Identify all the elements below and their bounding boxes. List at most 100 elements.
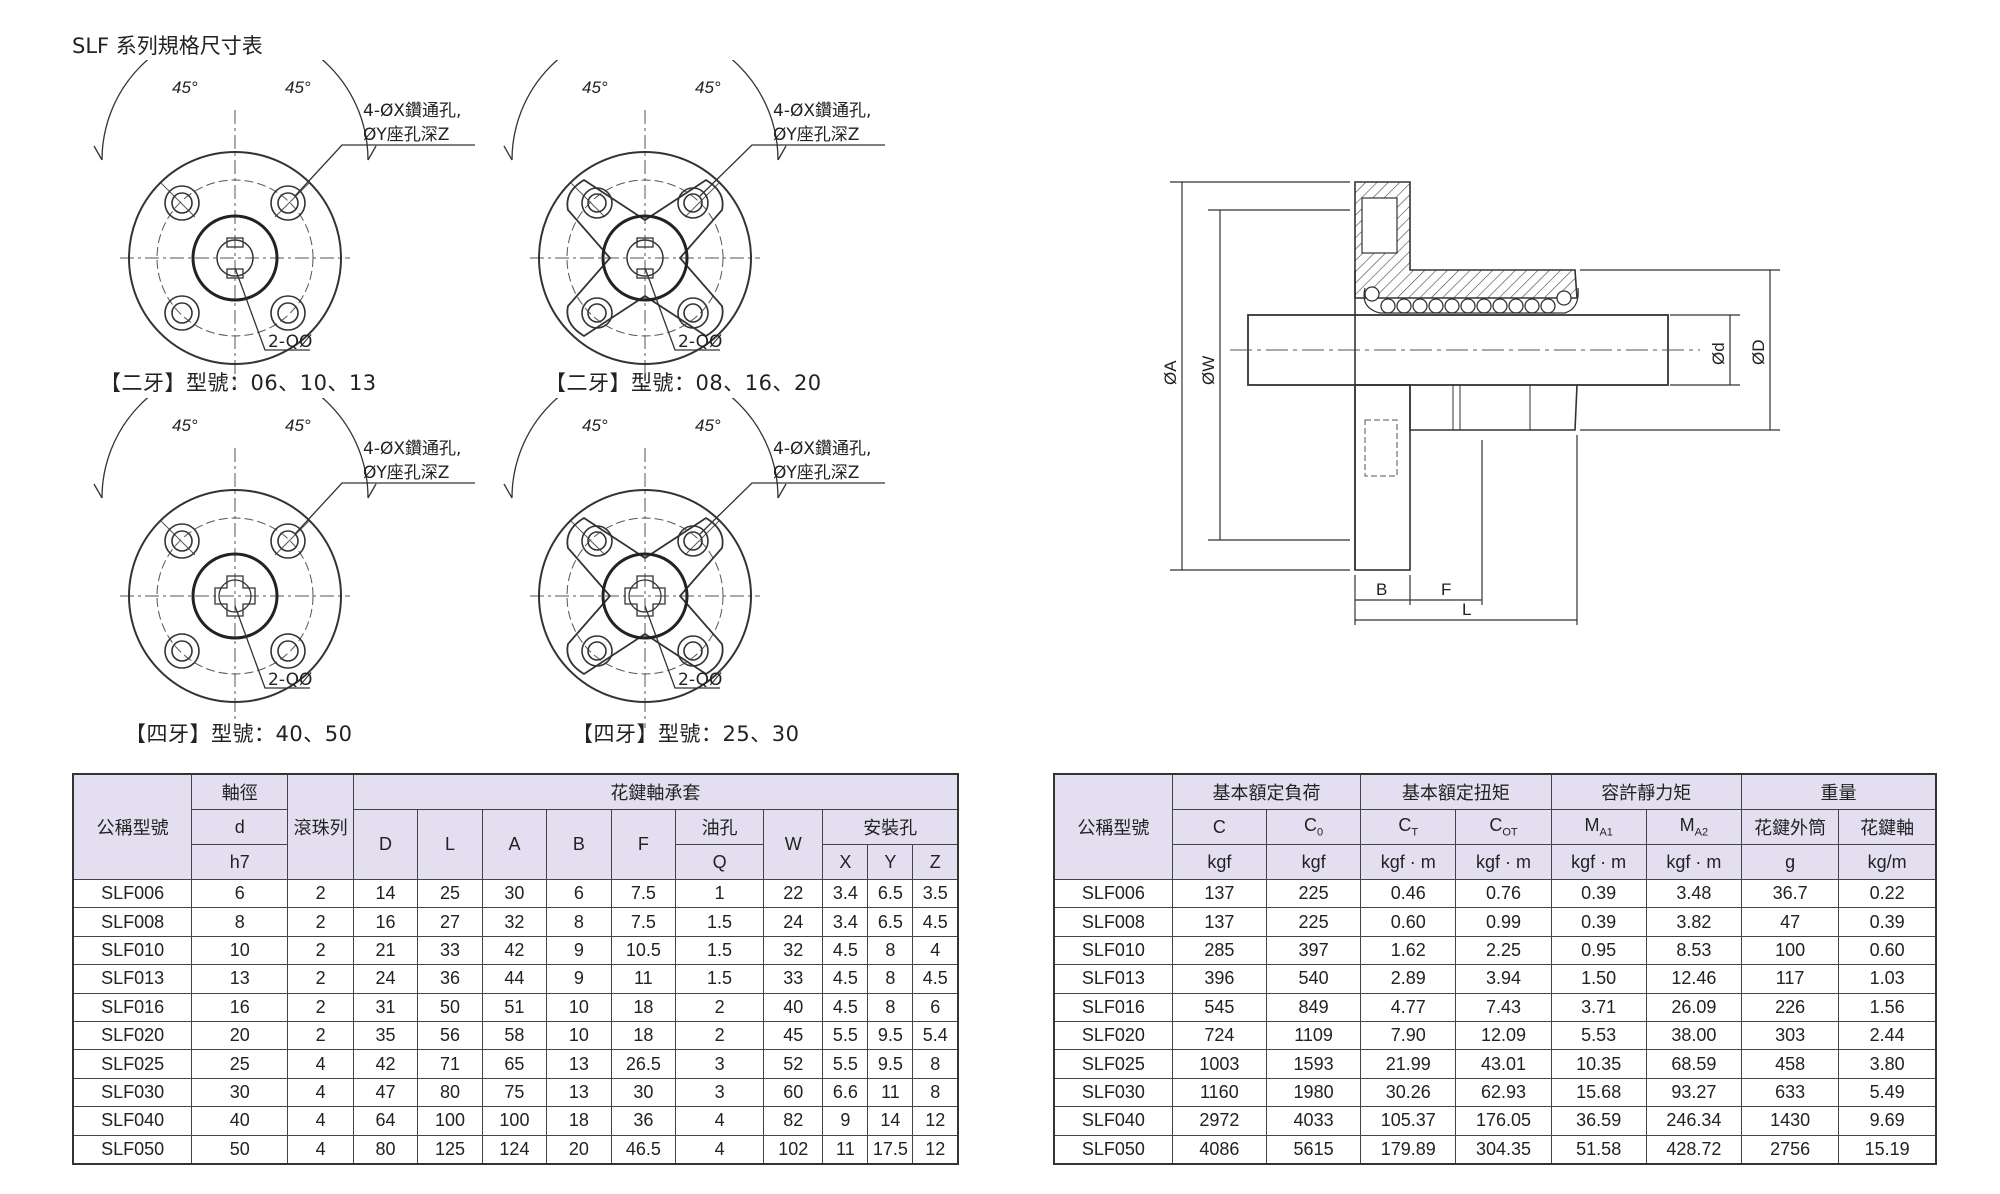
- flange-view-two-lobe-b: 45° 45° 4-ØX鑽通孔, ØY座孔深Z 2-QØ: [503, 60, 885, 390]
- unit-kgfm: kgf · m: [1455, 844, 1552, 880]
- value-cell: 6.5: [867, 907, 914, 937]
- value-cell: 303: [1740, 1020, 1840, 1051]
- unit-kgf: kgf: [1265, 844, 1362, 880]
- caption-four-lobe-a: 【四牙】型號：40、50: [125, 722, 353, 746]
- value-cell: 33: [417, 935, 483, 966]
- unit-kgfm: kgf · m: [1645, 844, 1742, 880]
- value-cell: 25: [417, 878, 483, 909]
- value-cell: 4.5: [822, 992, 869, 1022]
- model-cell: SLF030: [1053, 1077, 1173, 1108]
- value-cell: 3.48: [1645, 878, 1742, 909]
- col-Y: Y: [867, 844, 914, 880]
- value-cell: 1593: [1265, 1049, 1362, 1079]
- value-cell: 225: [1265, 907, 1362, 937]
- value-cell: 10.5: [610, 935, 677, 966]
- value-cell: 7.90: [1360, 1020, 1457, 1051]
- value-cell: 304.35: [1455, 1134, 1552, 1165]
- value-cell: 6: [191, 878, 289, 909]
- value-cell: 93.27: [1645, 1077, 1742, 1108]
- value-cell: 1.5: [675, 907, 765, 937]
- value-cell: 15.68: [1550, 1077, 1647, 1108]
- value-cell: 1109: [1265, 1020, 1362, 1051]
- value-cell: 7.5: [610, 878, 677, 909]
- value-cell: 25: [191, 1049, 289, 1079]
- model-cell: SLF008: [72, 907, 193, 937]
- value-cell: 849: [1265, 992, 1362, 1022]
- value-cell: 36: [417, 964, 483, 994]
- value-cell: 3: [675, 1077, 765, 1108]
- value-cell: 0.46: [1360, 878, 1457, 909]
- col-Z: Z: [912, 844, 959, 880]
- dim-a: ØA: [1161, 360, 1180, 385]
- value-cell: 12.09: [1455, 1020, 1552, 1051]
- col-COT: COT: [1455, 809, 1552, 845]
- value-cell: 30.26: [1360, 1077, 1457, 1108]
- value-cell: 5.53: [1550, 1020, 1647, 1051]
- value-cell: 46.5: [610, 1134, 677, 1165]
- dim-b: B: [1376, 580, 1387, 599]
- model-cell: SLF016: [1053, 992, 1173, 1022]
- value-cell: 8: [191, 907, 289, 937]
- value-cell: 0.95: [1550, 935, 1647, 966]
- col-oil: 油孔: [675, 809, 765, 845]
- model-cell: SLF030: [72, 1077, 193, 1108]
- value-cell: 540: [1265, 964, 1362, 994]
- value-cell: 58: [481, 1020, 548, 1051]
- value-cell: 179.89: [1360, 1134, 1457, 1165]
- value-cell: 9: [546, 935, 612, 966]
- value-cell: 35: [352, 1020, 419, 1051]
- value-cell: 31: [352, 992, 419, 1022]
- value-cell: 396: [1171, 964, 1267, 994]
- value-cell: 40: [763, 992, 824, 1022]
- value-cell: 1.5: [675, 964, 765, 994]
- flange-view-four-lobe-a: 45° 45° 4-ØX鑽通孔, ØY座孔深Z 2-QØ: [93, 398, 475, 728]
- value-cell: 3.80: [1838, 1049, 1937, 1079]
- model-cell: SLF025: [72, 1049, 193, 1079]
- value-cell: 285: [1171, 935, 1267, 966]
- value-cell: 24: [352, 964, 419, 994]
- value-cell: 2: [287, 1020, 354, 1051]
- value-cell: 2.89: [1360, 964, 1457, 994]
- value-cell: 16: [191, 992, 289, 1022]
- hole-note-line1: 4-ØX鑽通孔,: [363, 439, 461, 459]
- value-cell: 80: [417, 1077, 483, 1108]
- col-shaft-weight: 花鍵軸: [1838, 809, 1937, 845]
- hole-note-line2: ØY座孔深Z: [363, 125, 449, 145]
- caption-two-lobe-a: 【二牙】型號：06、10、13: [100, 371, 377, 395]
- value-cell: 100: [481, 1106, 548, 1136]
- value-cell: 18: [546, 1106, 612, 1136]
- angle-label-right: 45°: [285, 416, 311, 435]
- value-cell: 13: [546, 1077, 612, 1108]
- dim-f: F: [1441, 580, 1451, 599]
- col-shaft: 軸徑: [191, 773, 289, 810]
- col-static: 容許靜力矩: [1550, 773, 1742, 810]
- value-cell: 47: [352, 1077, 419, 1108]
- spec-table-dimensions: 公稱型號 軸徑 滾珠列 花鍵軸承套 d D L A B F 油孔 W 安裝孔 h…: [72, 773, 959, 1165]
- value-cell: 5.5: [822, 1049, 869, 1079]
- value-cell: 102: [763, 1134, 824, 1165]
- value-cell: 21: [352, 935, 419, 966]
- value-cell: 42: [481, 935, 548, 966]
- value-cell: 10: [191, 935, 289, 966]
- value-cell: 6.6: [822, 1077, 869, 1108]
- value-cell: 10: [546, 992, 612, 1022]
- hole-note-line1: 4-ØX鑽通孔,: [363, 101, 461, 121]
- col-W: W: [763, 809, 824, 880]
- model-cell: SLF010: [1053, 935, 1173, 966]
- value-cell: 1.50: [1550, 964, 1647, 994]
- value-cell: 27: [417, 907, 483, 937]
- value-cell: 8: [546, 907, 612, 937]
- model-cell: SLF050: [72, 1134, 193, 1165]
- dim-w: ØW: [1199, 356, 1218, 385]
- value-cell: 18: [610, 992, 677, 1022]
- value-cell: 105.37: [1360, 1106, 1457, 1136]
- hole-note-line2: ØY座孔深Z: [363, 463, 449, 483]
- col-MA1: MA1: [1550, 809, 1647, 845]
